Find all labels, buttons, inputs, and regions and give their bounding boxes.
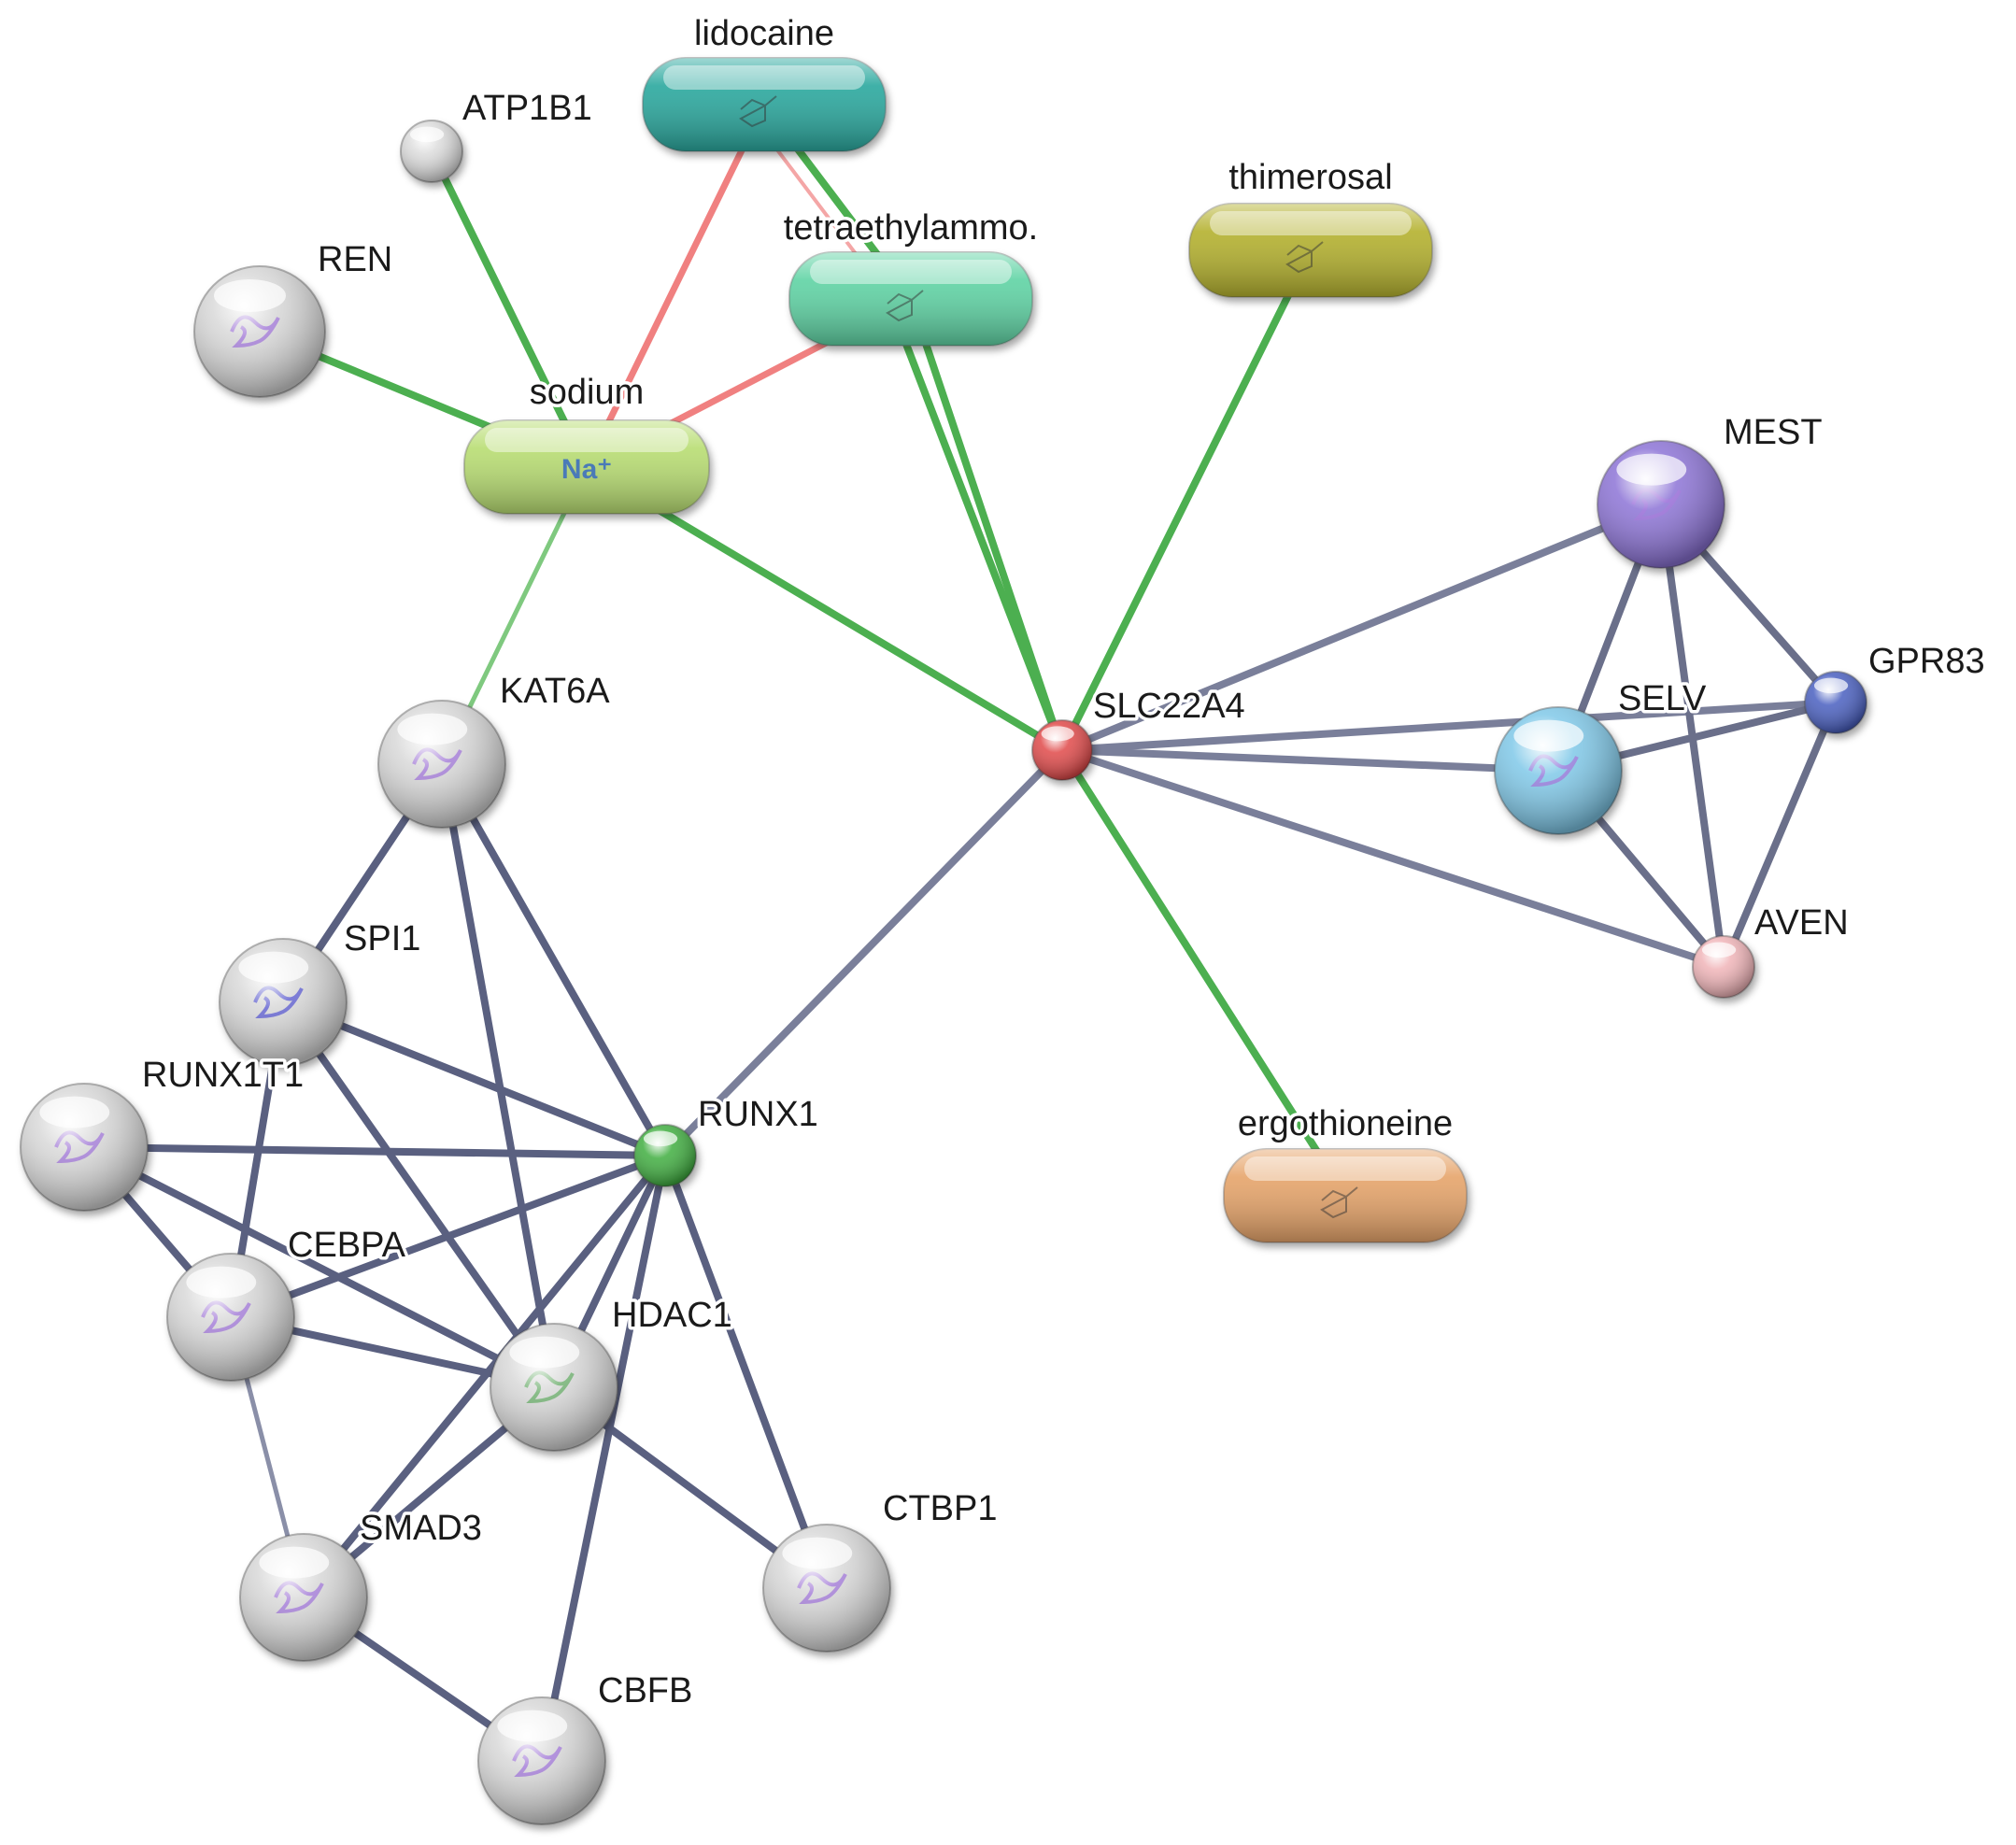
edge-SLC22A4-ergothioneine	[1058, 746, 1349, 1199]
node-CTBP1[interactable]	[762, 1524, 891, 1653]
edge-KAT6A-HDAC1	[438, 760, 558, 1391]
node-MEST[interactable]	[1597, 440, 1725, 569]
molecule-structure-icon	[886, 290, 924, 322]
node-label-lidocaine: lidocaine	[694, 14, 834, 53]
edge-SLC22A4-SELV	[1058, 746, 1562, 774]
node-label-AVEN: AVEN	[1754, 903, 1849, 943]
node-RUNX1T1[interactable]	[20, 1083, 149, 1212]
molecule-structure-icon	[1285, 241, 1324, 274]
edge-SLC22A4-RUNX1	[661, 746, 1066, 1159]
node-label-ATP1B1: ATP1B1	[462, 89, 592, 128]
node-CBFB[interactable]	[477, 1696, 606, 1825]
edge-SLC22A4-AVEN	[1058, 746, 1727, 971]
node-label-SMAD3: SMAD3	[360, 1509, 482, 1548]
edge-SPI1-RUNX1	[279, 999, 669, 1159]
edge-SLC22A4-MEST	[1058, 501, 1665, 754]
node-RUNX1[interactable]	[633, 1124, 697, 1187]
node-symbol: Na⁺	[561, 454, 612, 485]
node-tetraethylammo[interactable]	[788, 251, 1033, 347]
node-label-SELV: SELV	[1618, 679, 1707, 718]
edge-thimerosal-SLC22A4	[1058, 247, 1314, 754]
edge-RUNX1-CTBP1	[661, 1152, 831, 1592]
node-sodium[interactable]: Na⁺	[463, 419, 710, 515]
node-label-GPR83: GPR83	[1868, 642, 1985, 681]
edge-SLC22A4-GPR83	[1058, 699, 1839, 754]
node-label-CEBPA: CEBPA	[288, 1226, 406, 1265]
edge-KAT6A-RUNX1	[438, 760, 669, 1159]
node-ergothioneine[interactable]	[1223, 1148, 1468, 1243]
node-label-thimerosal: thimerosal	[1228, 158, 1392, 197]
node-lidocaine[interactable]	[642, 57, 887, 152]
node-label-HDAC1: HDAC1	[612, 1296, 732, 1335]
node-label-CBFB: CBFB	[598, 1671, 692, 1710]
node-label-RUNX1: RUNX1	[698, 1095, 818, 1134]
node-ATP1B1[interactable]	[400, 120, 463, 183]
node-label-RUNX1T1: RUNX1T1	[142, 1056, 304, 1095]
node-label-KAT6A: KAT6A	[500, 672, 610, 711]
node-SPI1[interactable]	[219, 938, 348, 1067]
edge-lidocaine-sodium	[583, 101, 768, 471]
edge-RUNX1T1-RUNX1	[80, 1143, 669, 1159]
node-label-REN: REN	[318, 240, 392, 279]
edge-GPR83-AVEN	[1720, 699, 1839, 971]
node-SLC22A4[interactable]	[1031, 719, 1093, 781]
node-SELV[interactable]	[1494, 706, 1623, 835]
node-label-ergothioneine: ergothioneine	[1238, 1104, 1453, 1143]
node-label-CTBP1: CTBP1	[883, 1489, 997, 1528]
node-thimerosal[interactable]	[1188, 203, 1433, 298]
node-label-sodium: sodium	[530, 373, 645, 412]
edge-ATP1B1-sodium	[428, 148, 590, 471]
edge-RUNX1-SMAD3	[300, 1152, 669, 1601]
node-REN[interactable]	[193, 265, 326, 398]
node-label-SPI1: SPI1	[344, 919, 420, 958]
node-HDAC1[interactable]	[490, 1323, 618, 1452]
node-label-SLC22A4: SLC22A4	[1093, 687, 1245, 726]
edge-RUNX1T1-HDAC1	[80, 1143, 558, 1391]
node-GPR83[interactable]	[1804, 671, 1867, 734]
molecule-structure-icon	[739, 95, 777, 128]
nodes-layer: Na⁺	[20, 57, 1867, 1825]
edge-CEBPA-RUNX1	[227, 1152, 669, 1321]
edge-SPI1-HDAC1	[279, 999, 558, 1391]
node-SMAD3[interactable]	[239, 1533, 368, 1662]
molecule-structure-icon	[1320, 1186, 1358, 1219]
node-KAT6A[interactable]	[377, 700, 506, 829]
node-label-MEST: MEST	[1724, 413, 1823, 452]
node-CEBPA[interactable]	[166, 1253, 295, 1382]
edge-RUNX1-CBFB	[538, 1152, 669, 1765]
node-AVEN[interactable]	[1692, 935, 1755, 999]
edge-tetraethylammo-SLC22A4	[887, 301, 1066, 754]
node-label-tetraethylammo: tetraethylammo.	[784, 208, 1038, 248]
